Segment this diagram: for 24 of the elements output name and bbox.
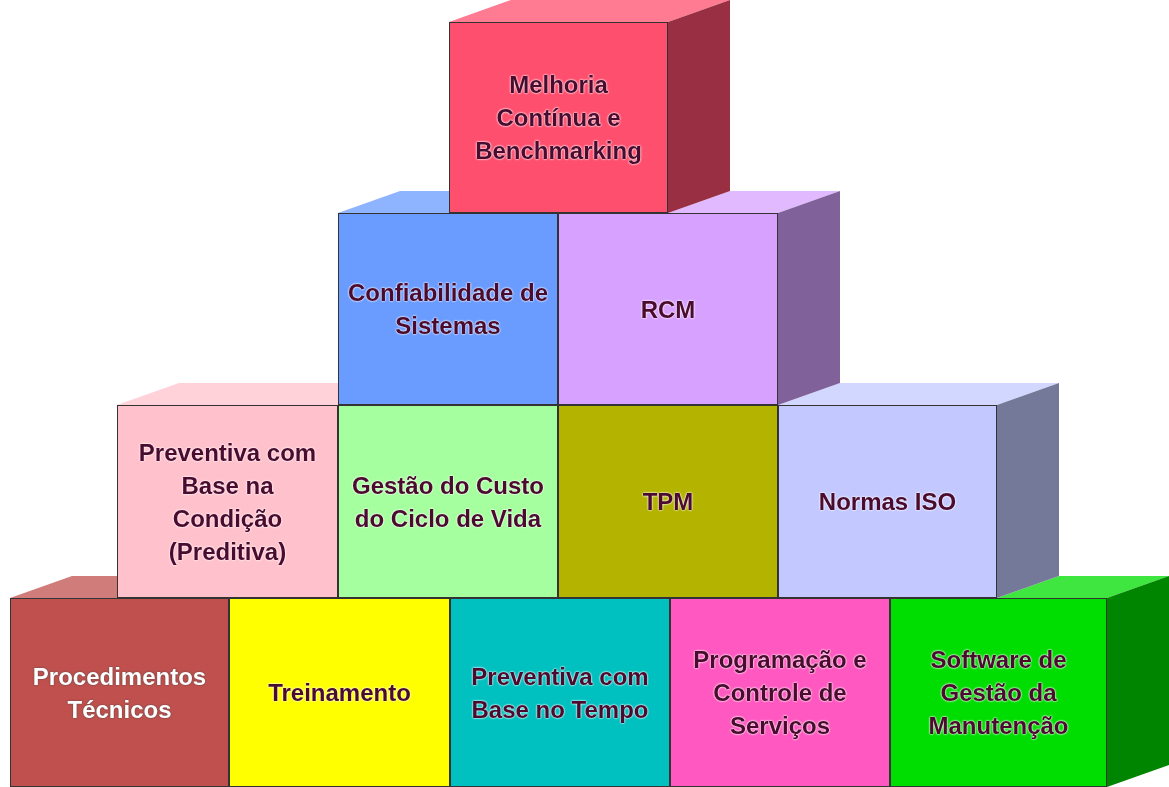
cube-block <box>338 213 558 405</box>
cube-block <box>117 405 338 598</box>
cube-block <box>450 598 670 787</box>
block-label: Confiabilidade de Sistemas <box>347 278 549 341</box>
cube-block <box>890 598 1107 787</box>
block-label: TPM <box>641 487 695 517</box>
cube-block <box>229 598 450 787</box>
cube-block <box>558 213 778 405</box>
block-label: Preventiva com Base na Condição (Preditiva) <box>137 437 318 567</box>
block-label: Melhoria Contínua e Benchmarking <box>474 70 643 166</box>
block-label: Software de Gestão da Manutenção <box>927 645 1070 741</box>
cube-block <box>778 405 997 598</box>
block-label: RCM <box>639 294 697 325</box>
cube-block <box>558 405 778 598</box>
block-label: Treinamento <box>267 678 412 708</box>
cube-block <box>670 598 890 787</box>
cube-block <box>338 405 558 598</box>
cube-block <box>449 22 668 213</box>
cube-block <box>10 598 229 787</box>
block-label: Programação e Controle de Serviços <box>692 645 868 741</box>
block-label: Procedimentos Técnicos <box>31 661 208 725</box>
block-label: Preventiva com Base no Tempo <box>470 661 650 725</box>
block-label: Normas ISO <box>817 487 958 517</box>
block-label: Gestão do Custo do Ciclo de Vida <box>351 470 545 534</box>
